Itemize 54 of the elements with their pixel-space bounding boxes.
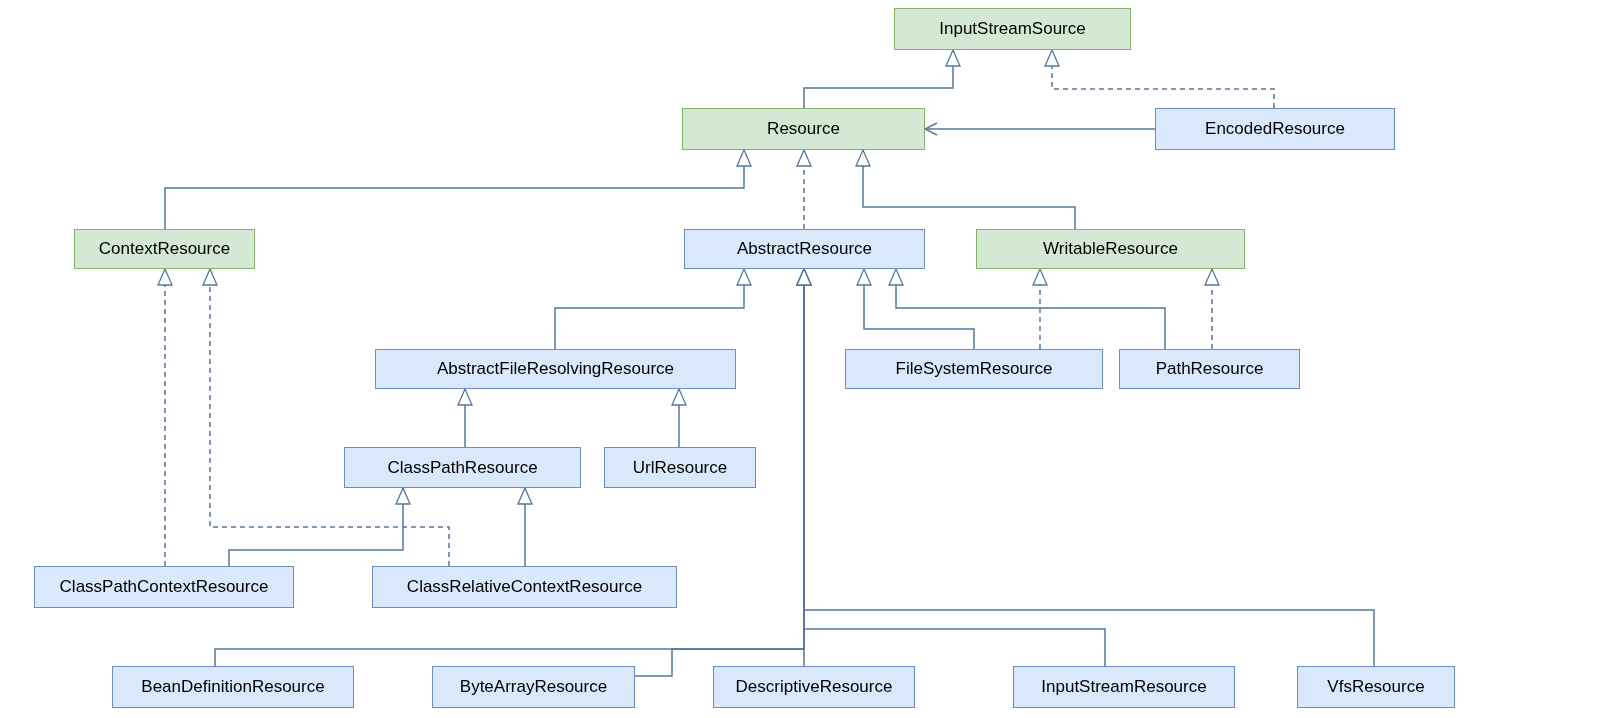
inheritance-arrow xyxy=(517,487,533,567)
class-name: ClassRelativeContextResource xyxy=(406,577,643,597)
interface-box xyxy=(74,229,255,269)
inheritance-arrow xyxy=(202,268,450,567)
class-name: PathResource xyxy=(1155,359,1264,379)
class-box xyxy=(1155,108,1395,150)
class-box xyxy=(344,447,581,488)
class-name: ByteArrayResource xyxy=(459,677,608,697)
class-box xyxy=(1013,666,1235,708)
class-box xyxy=(372,566,677,608)
class-box xyxy=(112,666,354,708)
class-name: EncodedResource xyxy=(1205,119,1345,139)
inheritance-arrow xyxy=(1044,49,1275,109)
inheritance-arrow xyxy=(888,268,1166,350)
class-name: InputStreamSource xyxy=(939,19,1086,39)
class-box xyxy=(375,349,736,389)
inheritance-arrow xyxy=(1204,268,1220,350)
inheritance-arrow xyxy=(796,149,812,230)
class-box xyxy=(432,666,635,708)
inheritance-arrow xyxy=(803,49,961,109)
class-name: VfsResource xyxy=(1327,677,1425,697)
class-box xyxy=(604,447,756,488)
class-box xyxy=(1119,349,1300,389)
class-box xyxy=(34,566,294,608)
inheritance-arrow xyxy=(1032,268,1048,350)
class-name: Resource xyxy=(767,119,840,139)
interface-box xyxy=(976,229,1245,269)
class-name: FileSystemResource xyxy=(895,359,1053,379)
association-arrow xyxy=(924,122,1156,136)
interface-box xyxy=(894,8,1131,50)
class-box xyxy=(1297,666,1455,708)
inheritance-arrow xyxy=(554,268,752,350)
class-name: ClassPathContextResource xyxy=(59,577,269,597)
class-name: UrlResource xyxy=(632,457,728,478)
inheritance-arrow xyxy=(164,149,752,230)
class-name: ContextResource xyxy=(98,239,231,259)
class-name: AbstractResource xyxy=(736,239,873,259)
class-name: AbstractFileResolvingResource xyxy=(436,359,675,379)
inheritance-arrow xyxy=(157,268,173,567)
inheritance-arrow xyxy=(856,268,975,350)
inheritance-arrow xyxy=(228,487,411,567)
class-box xyxy=(845,349,1103,389)
inheritance-arrow xyxy=(671,388,687,448)
inheritance-arrow xyxy=(457,388,473,448)
class-name: WritableResource xyxy=(1043,239,1178,259)
class-box xyxy=(684,229,925,269)
class-name: BeanDefinitionResource xyxy=(141,677,325,697)
inheritance-arrow xyxy=(796,268,1375,667)
class-name: ClassPathResource xyxy=(387,457,538,478)
inheritance-arrow xyxy=(855,149,1076,230)
class-name: InputStreamResource xyxy=(1041,677,1207,697)
interface-box xyxy=(682,108,925,150)
class-name: DescriptiveResource xyxy=(735,677,893,697)
class-box xyxy=(713,666,915,708)
